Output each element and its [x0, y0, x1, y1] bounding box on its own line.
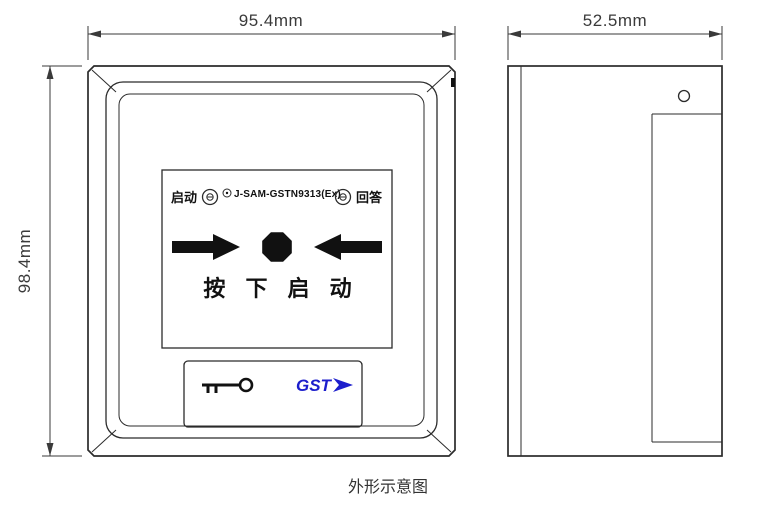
dim-arrow-left-icon: [88, 30, 101, 38]
dim-arrow-left-icon: [508, 30, 521, 38]
front-view: 启动 J-SAM-GSTN9313(Ex) 回答 按 下 启 动: [87, 65, 456, 457]
left-arrow-icon: [314, 234, 382, 260]
screw-hole-icon: [677, 89, 691, 103]
front-outer-frame: [87, 65, 456, 457]
height-dimension-label: 98.4mm: [15, 229, 34, 293]
start-label: 启动: [171, 190, 197, 205]
dim-arrow-top-icon: [46, 66, 54, 79]
start-led-icon: [201, 188, 219, 206]
side-body-outline: [507, 65, 723, 457]
answer-label: 回答: [356, 190, 383, 205]
right-arrow-icon: [172, 234, 240, 260]
depth-dimension: 52.5mm: [507, 11, 723, 60]
bevel-line-top-right: [426, 69, 452, 93]
edge-mark: [451, 78, 455, 87]
gst-logo-arrow-icon: [333, 378, 353, 392]
bevel-line-top-left: [91, 69, 117, 93]
width-dimension: 95.4mm: [87, 11, 456, 60]
gst-logo-text: GST: [296, 376, 333, 395]
front-bezel-inner: [118, 93, 425, 427]
dim-arrow-right-icon: [442, 30, 455, 38]
bevel-line-bottom-left: [91, 429, 117, 453]
dim-arrow-right-icon: [709, 30, 722, 38]
width-dimension-label: 95.4mm: [239, 11, 303, 30]
model-indicator-icon: [222, 188, 232, 198]
caption: 外形示意图: [348, 477, 428, 496]
bevel-line-bottom-right: [426, 429, 452, 453]
answer-led-icon: [334, 188, 352, 206]
press-label: 按 下 启 动: [203, 276, 358, 301]
key-icon: [202, 377, 254, 393]
label-panel: [161, 169, 393, 349]
model-label: J-SAM-GSTN9313(Ex): [234, 189, 341, 200]
height-dimension: 98.4mm: [15, 65, 82, 457]
side-view: [507, 65, 723, 457]
depth-dimension-label: 52.5mm: [583, 11, 647, 30]
front-bezel-outer: [105, 81, 438, 439]
key-flap-panel: [183, 360, 363, 428]
gst-logo: GST: [296, 376, 353, 395]
dim-arrow-bottom-icon: [46, 443, 54, 456]
center-button-octagon-icon: [262, 232, 292, 262]
